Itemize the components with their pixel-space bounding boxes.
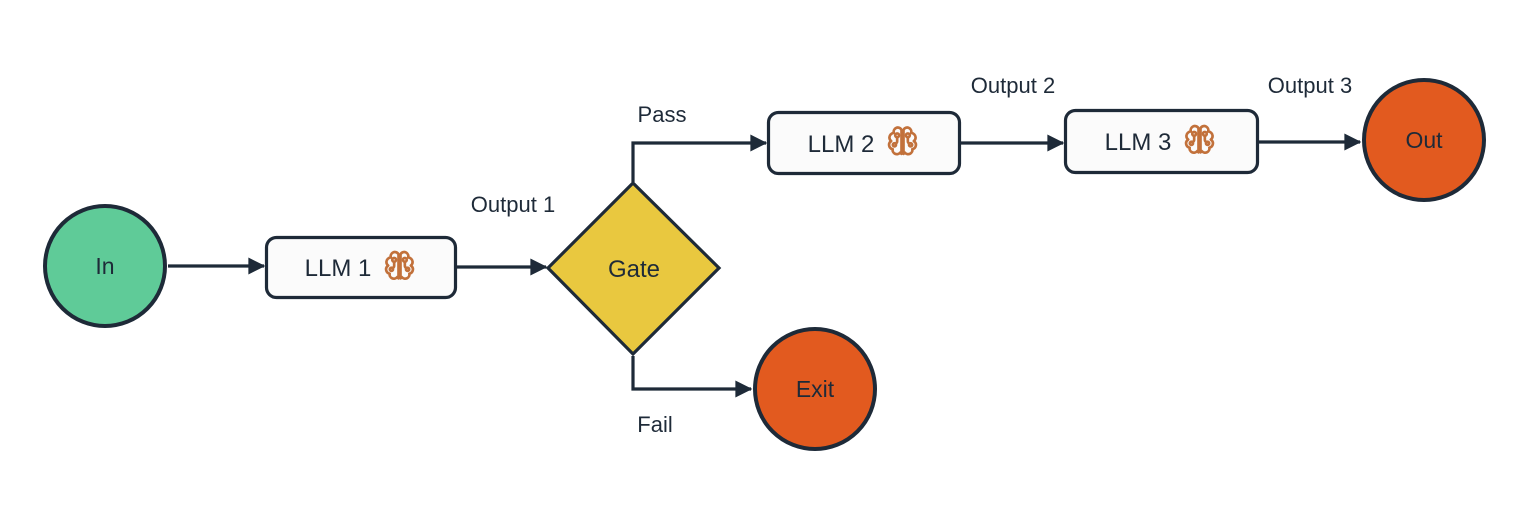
llm2-label: LLM 2 [808, 131, 875, 158]
node-llm2[interactable]: LLM 2 [766, 110, 962, 176]
exit-label: Exit [796, 376, 835, 402]
out-label: Out [1405, 127, 1443, 153]
llm3-label: LLM 3 [1105, 129, 1172, 156]
node-in[interactable]: In [43, 204, 167, 328]
node-llm3[interactable]: LLM 3 [1063, 108, 1260, 175]
node-out[interactable]: Out [1362, 78, 1486, 202]
edge-label-output2: Output 2 [971, 73, 1055, 98]
edge-gate-exit-fail [631, 356, 753, 398]
node-llm1[interactable]: LLM 1 [264, 235, 458, 300]
edge-label-output1: Output 1 [471, 192, 555, 217]
edge-label-output3: Output 3 [1268, 73, 1352, 98]
edge-label-pass: Pass [638, 102, 687, 127]
edge-label-fail: Fail [637, 412, 672, 437]
edge-gate-llm2-pass [631, 134, 768, 182]
gate-label: Gate [608, 256, 660, 283]
llm3-box [1063, 108, 1260, 175]
llm2-box [766, 110, 962, 176]
gate-diamond [545, 180, 722, 357]
out-circle [1362, 78, 1486, 202]
node-exit[interactable]: Exit [753, 327, 877, 451]
in-circle [43, 204, 167, 328]
in-label: In [95, 253, 114, 279]
llm1-label: LLM 1 [305, 255, 372, 282]
node-gate[interactable]: Gate [545, 180, 722, 357]
exit-circle [753, 327, 877, 451]
